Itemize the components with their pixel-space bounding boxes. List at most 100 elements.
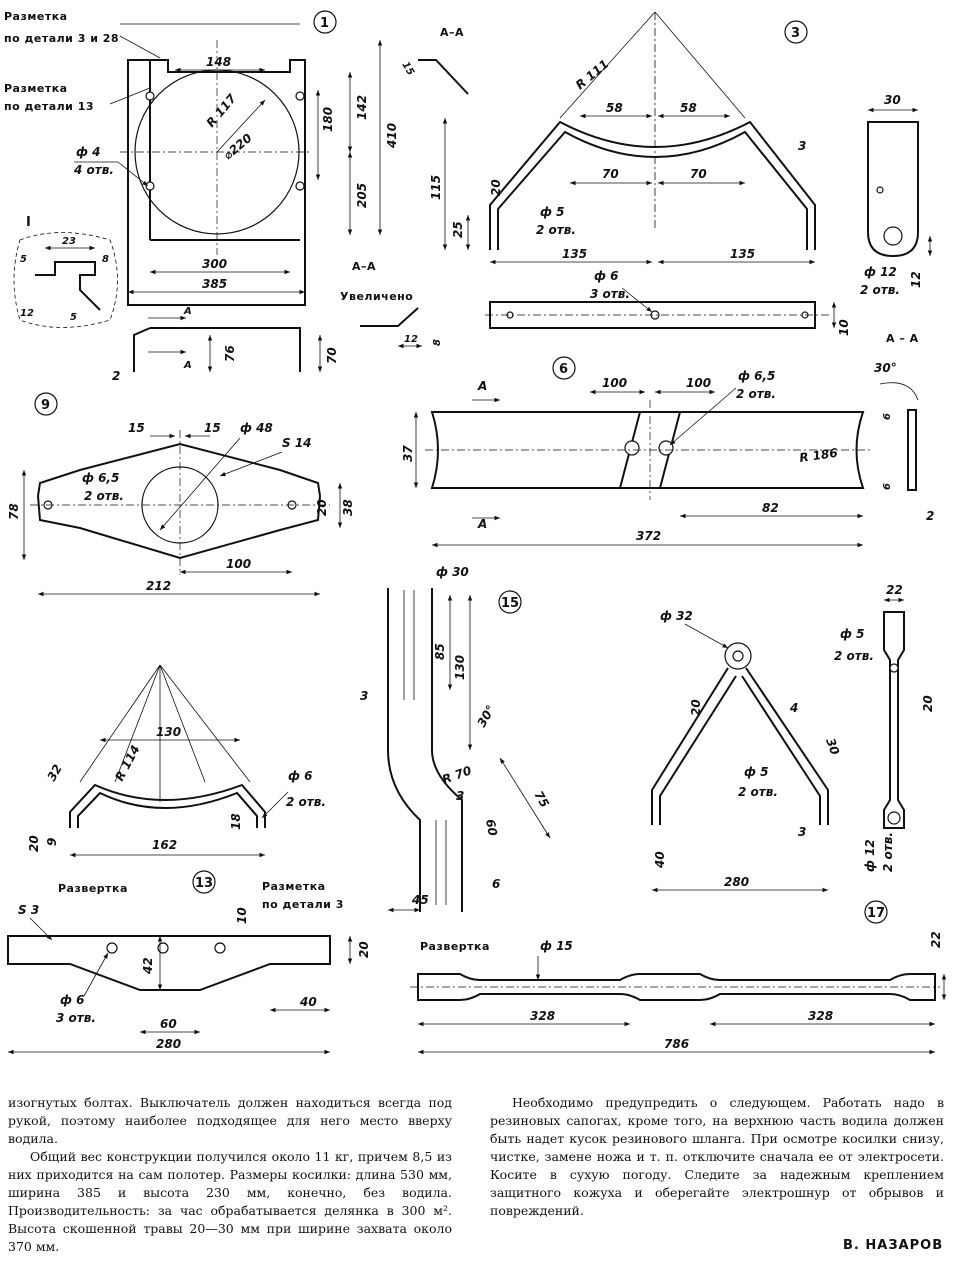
dim-3: 3 xyxy=(798,139,806,153)
phi6-label: ф 6 xyxy=(60,993,84,1007)
part-15-drawing: 15 ф 30 85 130 3 30° R 70 3 75 60 45 6 xyxy=(360,565,552,913)
holes2-label: 2 отв. xyxy=(286,795,326,809)
holes3-label: 3 отв. xyxy=(590,287,630,301)
side-holes2: 2 отв. xyxy=(860,283,900,297)
section-title: А – А xyxy=(886,332,919,345)
dim-32: 32 xyxy=(44,762,64,783)
dim-410: 410 xyxy=(385,123,399,149)
dim-786: 786 xyxy=(664,1037,689,1051)
part-3-drawing: 3 А–А 15 R 111 58 58 70 70 3 115 25 20 ф… xyxy=(399,11,933,336)
s14-label: S 14 xyxy=(282,436,312,450)
dim-40: 40 xyxy=(299,995,317,1009)
marking-sub: по детали 3 xyxy=(262,898,344,911)
dim-130: 130 xyxy=(453,655,467,680)
holes2-label: 2 отв. xyxy=(84,489,124,503)
dim-58a: 58 xyxy=(606,101,623,115)
marking-note-sub: по детали 3 и 28 xyxy=(4,32,119,45)
dim-37: 37 xyxy=(401,445,415,462)
section-AA-title: А–А xyxy=(352,260,376,273)
dim-100b: 100 xyxy=(686,376,711,390)
section-dim-2: 2 xyxy=(926,509,934,523)
dim-10: 10 xyxy=(837,319,851,336)
part-6-drawing: 6 100 100 ф 6,5 2 отв. 37 R 186 82 372 А… xyxy=(401,332,934,548)
dim-4: 4 xyxy=(789,701,798,715)
s3-label: S 3 xyxy=(18,903,39,917)
dim-20: 20 xyxy=(315,499,329,516)
dim-9: 9 xyxy=(45,838,59,846)
marking-note-title: Разметка xyxy=(4,10,68,23)
dim-38: 38 xyxy=(341,499,355,516)
dim-30: 30 xyxy=(823,736,842,756)
detail-dim-5a: 5 xyxy=(20,254,27,265)
part-number: 1 xyxy=(320,16,329,31)
dim-372: 372 xyxy=(636,529,661,543)
section-dim-6b: 6 xyxy=(882,483,893,490)
phi5-label: ф 5 xyxy=(540,205,564,219)
phi15-label: ф 15 xyxy=(540,939,573,953)
phi32-label: ф 32 xyxy=(660,609,693,623)
technical-drawing-sheet: 1 Разметка по детали 3 и 28 Разметка по … xyxy=(4,10,947,1055)
part-number-circle xyxy=(864,900,888,924)
part-1-drawing: 1 Разметка по детали 3 и 28 Разметка по … xyxy=(4,10,443,383)
r114-label: R 114 xyxy=(112,743,142,784)
dim-20: 20 xyxy=(689,699,703,716)
part-number: 6 xyxy=(559,362,568,377)
dim-20: 20 xyxy=(27,835,41,852)
article-paragraph: изогнутых болтах. Выключатель должен нах… xyxy=(8,1095,452,1146)
dim-130: 130 xyxy=(156,725,181,739)
r117-label: R 117 xyxy=(204,91,240,130)
development-label: Развертка xyxy=(58,882,128,895)
section-mark-top: А xyxy=(183,306,192,317)
dim-3b: 3 xyxy=(456,789,464,803)
part-9-drawing: 9 15 15 ф 48 S 14 ф 6,5 2 отв. 78 20 38 … xyxy=(7,392,355,597)
section-angle: 30° xyxy=(874,361,897,375)
part-number: 3 xyxy=(791,26,800,41)
phi220-label: ⌀220 xyxy=(221,131,255,162)
dim-75: 75 xyxy=(531,789,551,810)
holes2-label: 2 отв. xyxy=(736,387,776,401)
dim-60: 60 xyxy=(483,818,500,837)
dim-135b: 135 xyxy=(730,247,755,261)
dim-60: 60 xyxy=(160,1017,177,1031)
section-dim-15: 15 xyxy=(399,60,416,78)
side-phi5: ф 5 xyxy=(840,627,864,641)
dim-180: 180 xyxy=(321,107,335,132)
r111-label: R 111 xyxy=(573,57,611,92)
dim-22: 22 xyxy=(929,931,943,948)
phi6-label: ф 6 xyxy=(594,269,618,283)
side-holes2b: 2 отв. xyxy=(881,832,895,872)
part-arc-bracket-drawing: 130 32 R 114 ф 6 2 отв. 18 20 9 162 xyxy=(27,664,326,858)
dim-100: 100 xyxy=(226,557,251,571)
mark-A-top: А xyxy=(477,379,487,393)
dim-78: 78 xyxy=(7,503,21,520)
phi65-label: ф 6,5 xyxy=(738,369,775,383)
dim-85: 85 xyxy=(433,643,447,660)
phi6-label: ф 6 xyxy=(288,769,312,783)
phi4-label: ф 4 xyxy=(76,145,100,159)
dim-58b: 58 xyxy=(680,101,697,115)
article-left-column: изогнутых болтах. Выключатель должен нах… xyxy=(8,1094,452,1256)
angle-30: 30° xyxy=(474,703,497,730)
dim-70a: 70 xyxy=(602,167,619,181)
part-number: 13 xyxy=(195,876,213,891)
dim-135a: 135 xyxy=(562,247,587,261)
dim-25: 25 xyxy=(451,221,465,238)
r186-label: R 186 xyxy=(798,446,838,465)
dim-3: 3 xyxy=(798,825,806,839)
dim-10: 10 xyxy=(235,907,249,924)
r70-label: R 70 xyxy=(440,763,473,786)
dim-15a: 15 xyxy=(128,421,145,435)
dim-3a: 3 xyxy=(360,689,368,703)
dim-300: 300 xyxy=(202,257,227,271)
dim-70b: 70 xyxy=(690,167,707,181)
section-title: А–А xyxy=(440,26,464,39)
dim-6: 6 xyxy=(492,877,500,891)
detail-dim-8: 8 xyxy=(102,254,109,265)
marking-title: Разметка xyxy=(262,880,326,893)
part-number-circle xyxy=(784,20,808,44)
dim-100a: 100 xyxy=(602,376,627,390)
mark-A-bottom: А xyxy=(477,517,487,531)
dim-76: 76 xyxy=(223,345,237,362)
side-phi12: ф 12 xyxy=(863,839,877,872)
dim-20: 20 xyxy=(357,941,371,958)
